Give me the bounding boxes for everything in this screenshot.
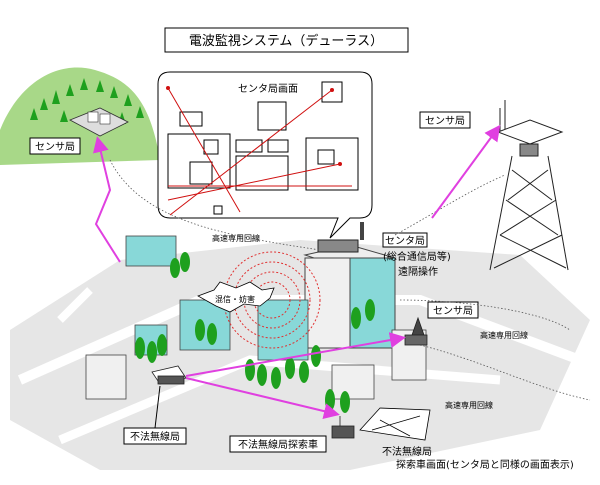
road <box>57 287 93 323</box>
network-lines <box>109 159 591 401</box>
illegal-pointer <box>154 385 161 429</box>
center-station-building <box>303 222 397 349</box>
arrow-to-tower-sensor <box>431 124 501 219</box>
title-box <box>164 27 409 53</box>
vehicle-screen-label-1: 不法無線局 <box>382 445 432 458</box>
sensor-tower <box>489 100 569 271</box>
vehicle-screen <box>359 407 431 441</box>
center-station-label: センタ局 <box>385 235 425 247</box>
center-station-sub-label: (総合通信局等) <box>383 250 451 263</box>
search-vehicle-label: 不法無線局探索車 <box>238 438 318 451</box>
sensor-hill-label: センサ局 <box>35 141 75 153</box>
search-vehicle <box>331 416 355 439</box>
screen-bearing-lines <box>167 87 352 216</box>
sensor-tower-label: センサ局 <box>425 115 465 127</box>
search-vehicle-box <box>229 435 327 453</box>
illegal-station-box <box>123 427 187 445</box>
screen-bubble <box>157 71 373 239</box>
arrow-to-hill-sensor <box>93 136 121 263</box>
illegal-vehicle <box>151 365 187 385</box>
dedicated-line-label-3: 高速専用回線 <box>445 400 493 410</box>
trees <box>135 252 375 413</box>
signal-arrows <box>93 124 501 419</box>
sensor-hill-box <box>29 137 81 155</box>
hill-sensor-facility <box>69 107 129 137</box>
remote-operation-label: 遠隔操作 <box>398 265 438 278</box>
vehicle-screen-label-2: 探索車画面(センタ局と同様の画面表示) <box>396 458 574 471</box>
arrow-to-search-vehicle <box>185 377 340 419</box>
interference-label: 混信・妨害 <box>215 294 255 304</box>
diagram-title: 電波監視システム（デューラス） <box>189 33 383 49</box>
center-station-box <box>382 232 428 248</box>
hill-trees <box>30 78 144 124</box>
dedicated-line-label-2: 高速専用回線 <box>480 330 528 340</box>
screen-map <box>167 81 359 215</box>
sensor-tower-box <box>419 111 471 129</box>
screen-title: センタ局画面 <box>238 83 298 95</box>
interference-burst <box>197 281 275 313</box>
dedicated-line-label-1: 高速専用回線 <box>212 233 260 243</box>
sensor-right-label: センサ局 <box>433 305 473 317</box>
arrow-to-right-sensor <box>185 332 406 377</box>
illegal-station-label: 不法無線局 <box>130 430 180 443</box>
screen-bearing-points <box>166 86 342 166</box>
